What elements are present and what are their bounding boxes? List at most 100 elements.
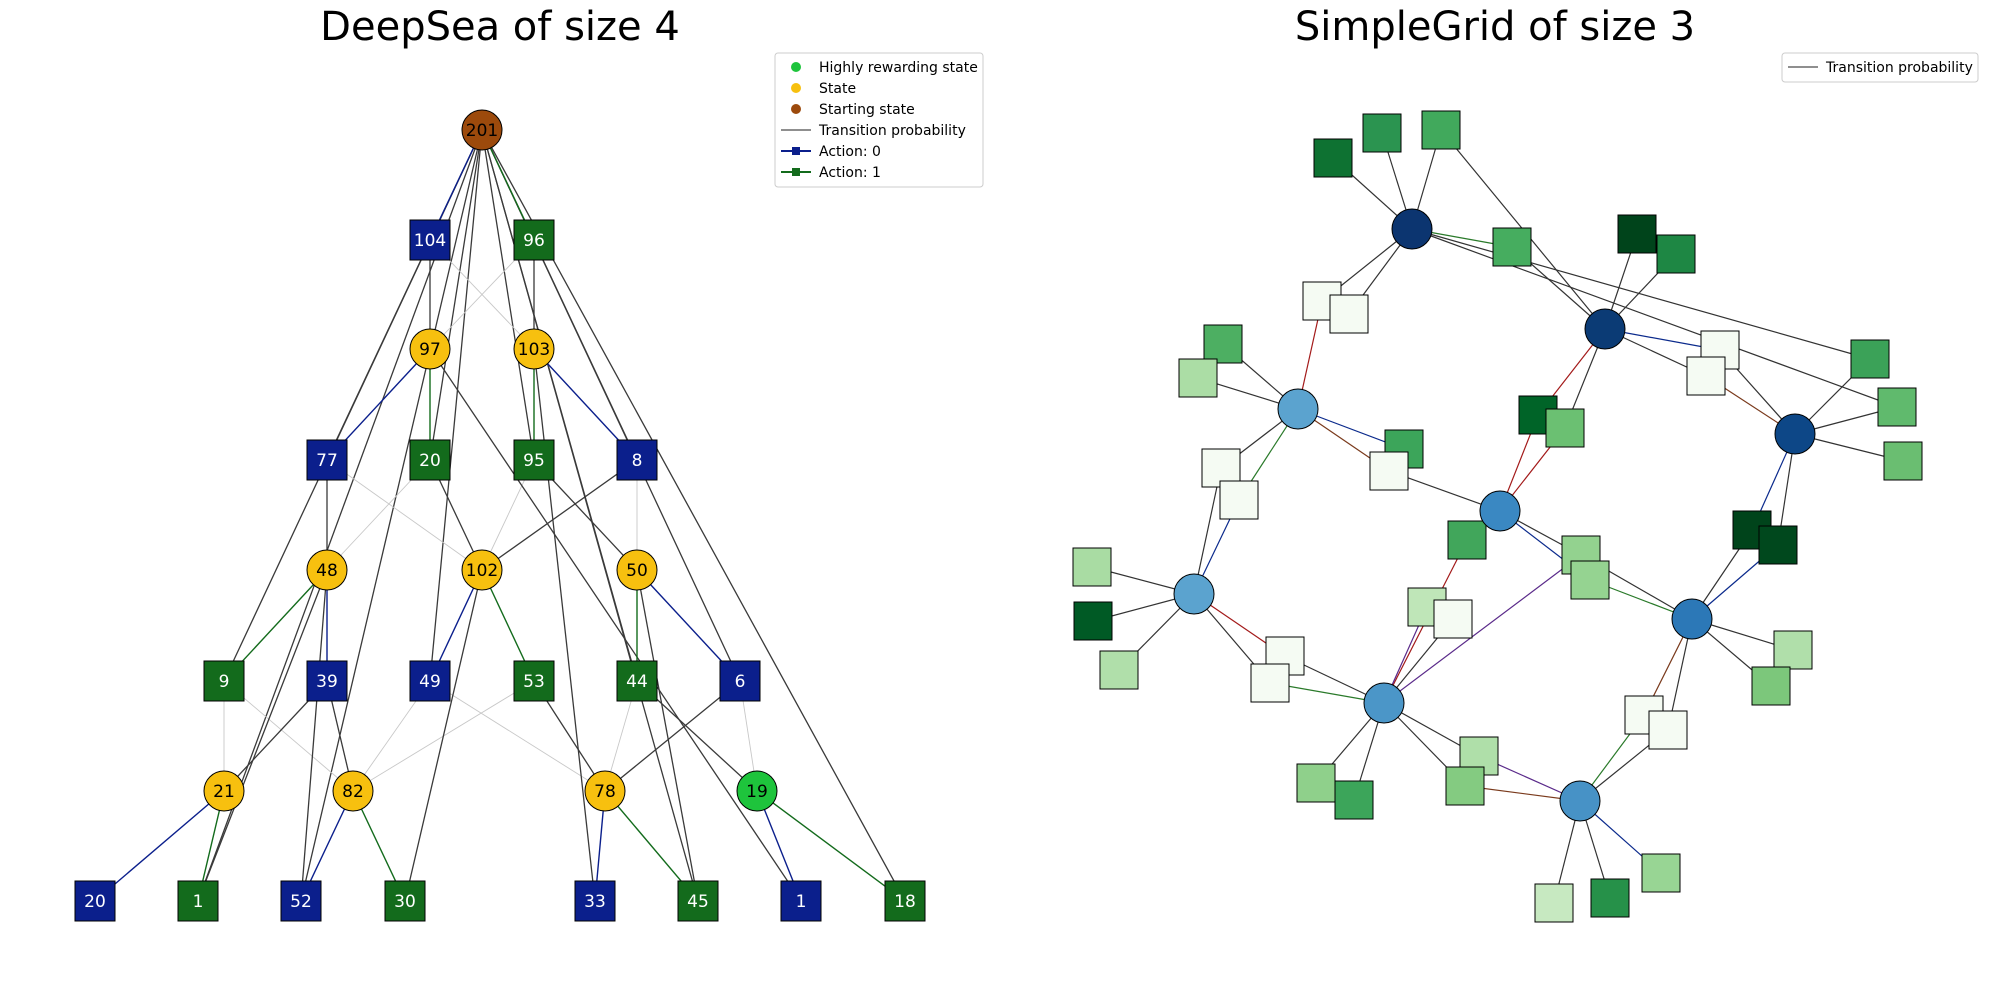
legend-entry: Transition probability <box>1788 60 1973 76</box>
state-node-label: 21 <box>213 782 235 802</box>
grid-action-square <box>1751 666 1791 706</box>
simplegrid-legend: Transition probability <box>1781 52 1979 83</box>
transition-edge <box>300 569 328 902</box>
action-node-20: 20 <box>409 439 451 481</box>
grid-action-square <box>1369 451 1409 491</box>
state-node-label: 78 <box>594 782 616 802</box>
action-node-label: 6 <box>735 672 746 692</box>
action-node-20: 20 <box>74 880 116 922</box>
action-node-label: 52 <box>290 892 312 912</box>
action-node-label: 18 <box>894 892 916 912</box>
legend-entry: Highly rewarding state <box>791 60 978 76</box>
grid-action-square <box>1445 766 1485 806</box>
state-node-label: 201 <box>466 121 498 141</box>
action-node-104: 104 <box>409 219 451 261</box>
action-node-label: 77 <box>316 451 338 471</box>
grid-state-node <box>1363 682 1405 724</box>
legend-label: Starting state <box>819 102 915 118</box>
grid-action-square <box>1362 113 1402 153</box>
transition-edge <box>300 129 483 902</box>
legend-entry: Action: 1 <box>781 165 881 181</box>
legend-frame <box>1781 52 1979 83</box>
grid-action-square <box>1178 358 1218 398</box>
grid-action-square <box>1329 294 1369 334</box>
action-node-label: 45 <box>687 892 709 912</box>
grid-state-node <box>1479 490 1521 532</box>
grid-action-square <box>1099 650 1139 690</box>
action-edge <box>756 790 906 902</box>
grid-action-square <box>1313 138 1353 178</box>
grid-action-square <box>1203 324 1243 364</box>
transition-edge <box>1411 228 1871 360</box>
transition-edge <box>429 129 483 682</box>
legend-entry: State <box>791 81 856 97</box>
legend-entry: Transition probability <box>781 123 966 139</box>
simplegrid-nodes <box>1072 110 1923 923</box>
grid-action-square <box>1433 599 1473 639</box>
grid-action-square <box>1421 110 1461 150</box>
action-node-label: 44 <box>626 672 648 692</box>
simplegrid-title: SimpleGrid of size 3 <box>1295 4 1695 50</box>
transition-edge <box>429 680 606 792</box>
state-node-label: 82 <box>342 782 364 802</box>
action-node-45: 45 <box>677 880 719 922</box>
transition-edge <box>481 129 535 461</box>
state-node-19: 19 <box>736 770 778 812</box>
grid-state-node <box>1173 573 1215 615</box>
action-node-label: 1 <box>193 892 204 912</box>
action-node-label: 20 <box>419 451 441 471</box>
action-node-44: 44 <box>616 660 658 702</box>
transition-edge <box>1411 228 1898 408</box>
grid-action-square <box>1773 630 1813 670</box>
action-node-label: 8 <box>632 451 643 471</box>
transition-edge <box>481 459 638 571</box>
grid-action-square <box>1570 560 1610 600</box>
legend-label: State <box>819 81 856 97</box>
legend-label: Transition probability <box>1825 60 1973 76</box>
transition-edge <box>429 348 802 902</box>
action-edge <box>94 790 225 902</box>
grid-state-node <box>1584 308 1626 350</box>
action-node-label: 30 <box>394 892 416 912</box>
action-node-96: 96 <box>513 219 555 261</box>
grid-action-square <box>1590 878 1630 918</box>
action-node-6: 6 <box>719 660 761 702</box>
legend-label: Transition probability <box>818 123 966 139</box>
grid-action-square <box>1617 214 1657 254</box>
action-node-label: 53 <box>523 672 545 692</box>
action-node-77: 77 <box>306 439 348 481</box>
action-node-30: 30 <box>384 880 426 922</box>
legend-entry: Action: 0 <box>781 144 881 160</box>
grid-action-square <box>1686 356 1726 396</box>
state-node-50: 50 <box>616 549 658 591</box>
grid-action-square <box>1447 520 1487 560</box>
grid-action-square <box>1850 339 1890 379</box>
state-node-label: 97 <box>419 340 441 360</box>
action-node-label: 9 <box>219 672 230 692</box>
legend-frame <box>774 52 984 188</box>
state-node-21: 21 <box>203 770 245 812</box>
grid-state-node <box>1559 780 1601 822</box>
grid-action-square <box>1656 234 1696 274</box>
transition-edge <box>636 569 699 902</box>
grid-action-square <box>1334 780 1374 820</box>
grid-action-square <box>1492 227 1532 267</box>
transition-edge <box>1383 554 1582 704</box>
state-node-label: 102 <box>466 561 498 581</box>
grid-action-square <box>1219 480 1259 520</box>
grid-action-square <box>1648 710 1688 750</box>
state-node-102: 102 <box>461 549 503 591</box>
state-node-48: 48 <box>306 549 348 591</box>
action-node-95: 95 <box>513 439 555 481</box>
grid-state-node <box>1671 598 1713 640</box>
deepsea-title: DeepSea of size 4 <box>320 4 680 50</box>
transition-edge <box>1193 467 1222 595</box>
legend-label: Action: 0 <box>819 144 881 160</box>
transition-edge <box>429 129 483 461</box>
legend-label: Highly rewarding state <box>819 60 978 76</box>
state-node-label: 48 <box>316 561 338 581</box>
action-node-39: 39 <box>306 660 348 702</box>
